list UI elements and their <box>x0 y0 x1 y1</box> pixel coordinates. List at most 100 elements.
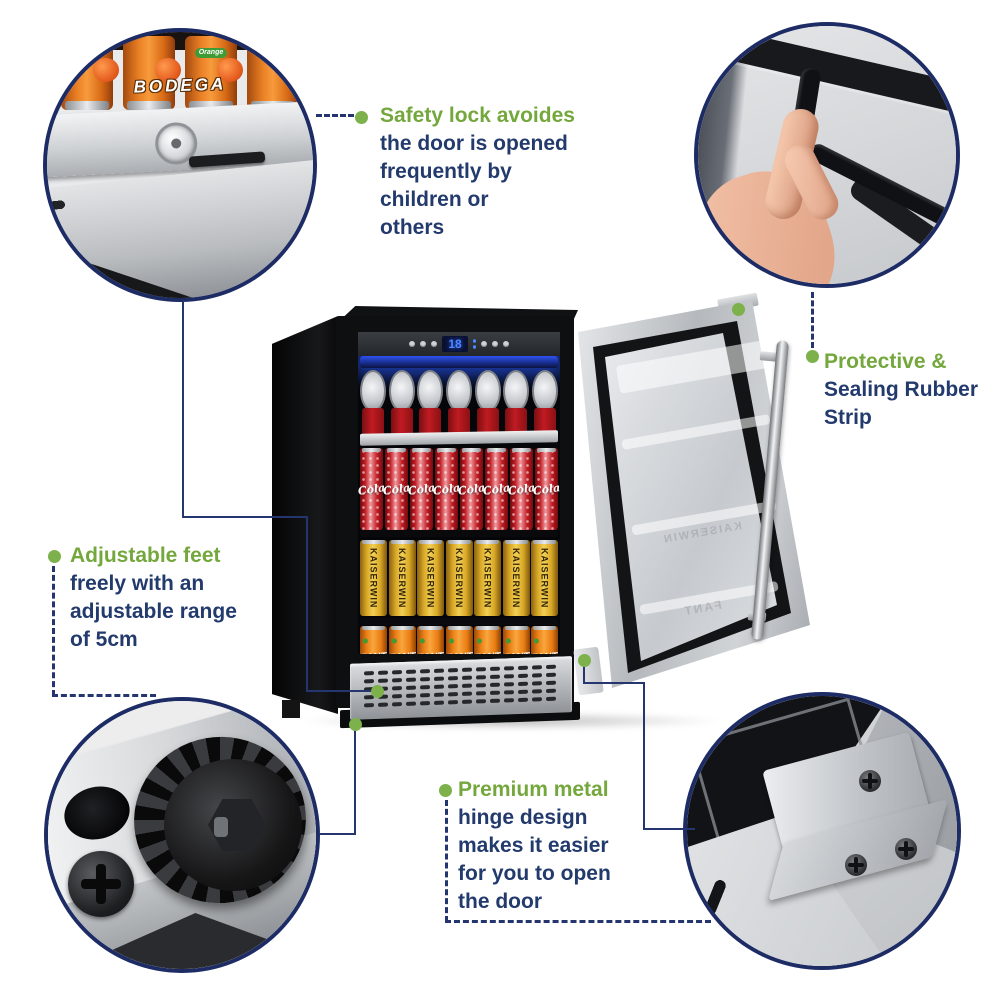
fanta-can: FANT <box>417 626 444 654</box>
vent-slot <box>518 689 528 695</box>
can-top <box>503 368 530 438</box>
fanta-can: FANT <box>445 626 473 654</box>
can-top <box>388 368 415 438</box>
vent-slot <box>490 674 500 679</box>
vent-slot <box>462 699 472 704</box>
inset-rubber-strip-detail <box>694 22 960 288</box>
can-flavor-label: Orange <box>195 48 227 58</box>
can-top <box>474 368 501 438</box>
vent-slot <box>504 682 514 687</box>
vent-slot <box>406 677 416 682</box>
wire-shelf <box>360 530 558 537</box>
vent-slot <box>448 700 458 705</box>
vent-slot <box>392 678 402 683</box>
vent-slot <box>462 675 472 680</box>
phillips-screw-icon <box>68 851 134 917</box>
vent-slot <box>476 691 486 696</box>
callout-title: Premium metal <box>458 778 609 801</box>
connector-dot <box>732 303 745 316</box>
vent-slot <box>504 674 514 679</box>
vent-slot <box>434 692 444 697</box>
kaiser-can: KAISERWIN <box>388 540 416 616</box>
can-top <box>360 368 386 438</box>
vent-slot <box>420 693 430 698</box>
vent-slot <box>476 675 486 680</box>
connector-line <box>182 516 308 518</box>
vent-slot <box>532 681 542 686</box>
vent-slot <box>462 691 472 696</box>
vent-slot <box>532 673 542 678</box>
fanta-can: FANT <box>360 626 387 654</box>
cola-can: Cola <box>358 448 386 530</box>
vent-slot <box>448 684 458 689</box>
kick-vent-grid <box>364 664 556 708</box>
vent-slot <box>434 668 444 673</box>
vent-slot <box>490 682 500 687</box>
cola-can: Cola <box>407 448 436 530</box>
orange-fruit-art <box>217 58 243 82</box>
vent-slot <box>378 702 388 707</box>
vent-slot-grid <box>47 174 313 211</box>
inset-metal-hinge-detail <box>683 692 961 970</box>
callout-body: freely with an adjustable range of 5cm <box>70 572 237 651</box>
panel-button-icon <box>420 341 426 347</box>
connector-line <box>643 828 695 830</box>
callout-title: Protective & <box>824 350 947 373</box>
vent-slot <box>490 690 500 695</box>
cola-can: Cola <box>482 448 511 530</box>
connector-dot <box>439 784 452 797</box>
inset-lock-vent-detail: Orange Orange BODEGA <box>43 28 317 302</box>
connector-dashed-line <box>445 920 711 923</box>
orange-can: Orange <box>185 36 243 110</box>
connector-line <box>583 664 585 684</box>
vent-slot <box>504 690 514 695</box>
vent-slot <box>434 676 444 681</box>
vent-slot <box>392 670 402 675</box>
connector-line <box>583 682 645 684</box>
callout-body: the door is opened frequently by childre… <box>380 132 568 239</box>
callout-body: Sealing Rubber Strip <box>824 378 979 429</box>
vent-slot <box>462 667 472 672</box>
vent-slot <box>546 672 556 678</box>
kaiser-can: KAISERWIN <box>360 540 387 616</box>
can-top <box>417 368 444 438</box>
connector-dot <box>578 654 591 667</box>
vent-slot <box>420 669 430 674</box>
blue-led-strip <box>360 356 558 368</box>
shelf-fanta-cans: FANTFANTFANTFANTFANTFANTFANT <box>360 624 558 654</box>
connector-dashed-line <box>445 800 448 922</box>
socket-glint <box>214 817 228 837</box>
shelf-can-tops <box>360 366 558 438</box>
vent-slot <box>392 694 402 699</box>
vent-slot <box>476 699 486 704</box>
vent-slot <box>518 697 528 703</box>
connector-dot <box>806 350 819 363</box>
orange-can <box>123 36 181 110</box>
vent-slot <box>476 667 486 672</box>
vent-slot <box>546 696 556 702</box>
connector-line <box>306 516 308 692</box>
vent-slot <box>364 671 374 676</box>
lock-keyhole-icon <box>170 138 182 149</box>
panel-button-icon <box>481 341 487 347</box>
orange-fruit-art <box>93 58 119 82</box>
orange-can: Orange <box>61 36 119 110</box>
connector-dot <box>349 718 362 731</box>
vent-slot <box>378 670 388 675</box>
can-flavor-label: Orange <box>71 48 103 58</box>
cola-can: Cola <box>432 448 461 530</box>
fanta-can: FANT <box>474 626 501 654</box>
orange-fruit-art <box>279 58 305 82</box>
kaiser-can: KAISERWIN <box>417 540 444 616</box>
connector-dot <box>371 685 384 698</box>
shelf-rail <box>360 430 558 446</box>
fanta-can: FANT <box>388 626 416 654</box>
kaiser-can: KAISERWIN <box>474 540 501 616</box>
vent-slot <box>47 200 66 211</box>
connector-line <box>354 728 356 835</box>
vent-slot <box>364 679 374 684</box>
vent-slot <box>378 678 388 683</box>
connector-line <box>306 690 376 692</box>
vent-slot <box>406 693 416 698</box>
